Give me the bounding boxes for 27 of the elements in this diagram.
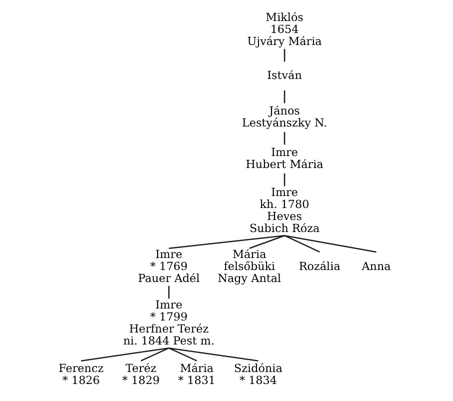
- connector: [284, 48, 286, 62]
- connector: [168, 234, 285, 249]
- connector: [284, 132, 286, 145]
- connector: [81, 347, 169, 362]
- node-text: Anna: [362, 260, 391, 274]
- connector: [284, 90, 286, 104]
- connector: [284, 234, 376, 253]
- node-text: Imre * 1799 Herfner Teréz ni. 1844 Pest m.: [123, 298, 215, 348]
- connector: [284, 235, 320, 253]
- node-text: Imre Hubert Mária: [246, 146, 324, 171]
- node-text: Imre * 1769 Pauer Adél: [138, 248, 200, 286]
- connector: [140, 348, 170, 362]
- node-text: Teréz * 1829: [122, 362, 160, 388]
- connector: [168, 348, 198, 362]
- node-text: Rozália: [298, 260, 340, 274]
- connector: [249, 235, 285, 249]
- connector: [168, 347, 258, 362]
- node-text: Miklós 1654 Ujváry Mária: [247, 11, 322, 48]
- connector: [168, 286, 170, 299]
- node-text: Szidónia * 1834: [234, 362, 282, 388]
- node-text: Mária * 1831: [178, 362, 216, 388]
- node-text: Ferencz * 1826: [58, 362, 104, 388]
- node-text: Imre kh. 1780 Heves Subich Róza: [249, 186, 320, 235]
- node-text: János Lestyánszky N.: [242, 104, 328, 130]
- connector: [284, 173, 286, 186]
- node-text: Mária felsőbüki Nagy Antal: [218, 248, 282, 286]
- node-text: István: [267, 69, 302, 82]
